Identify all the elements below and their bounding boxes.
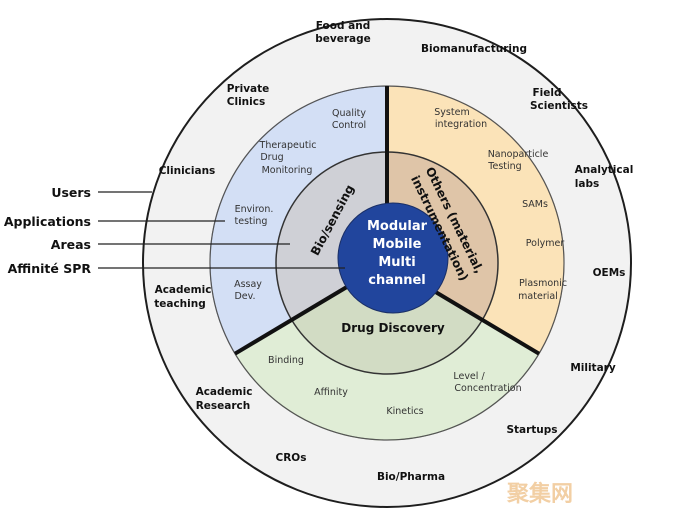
app-polymer: Polymer xyxy=(526,238,565,249)
applications-drug-discovery: Binding Affinity Kinetics Level / Concen… xyxy=(268,355,522,417)
core-circle xyxy=(337,202,449,314)
app-nanoparticle-2: Testing xyxy=(487,161,521,172)
app-plasmonic-2: material xyxy=(518,291,558,302)
user-academic-teaching-2: teaching xyxy=(154,298,206,310)
user-academic-teaching-1: Academic xyxy=(155,284,212,296)
legend-users: Users xyxy=(51,185,91,200)
app-level-1: Level / xyxy=(453,371,485,382)
app-environ-1: Environ. xyxy=(235,204,274,215)
user-bio-pharma: Bio/Pharma xyxy=(377,471,445,483)
user-food-1: Food and xyxy=(316,20,370,32)
app-plasmonic-1: Plasmonic xyxy=(519,278,567,289)
app-kinetics: Kinetics xyxy=(386,406,423,417)
applications-others: System integration Nanoparticle Testing … xyxy=(434,107,567,302)
app-binding: Binding xyxy=(268,355,304,366)
legend-affinite-spr: Affinité SPR xyxy=(8,261,92,276)
app-system-2: integration xyxy=(435,119,487,130)
app-affinity: Affinity xyxy=(314,387,348,398)
user-private-1: Private xyxy=(227,83,270,95)
app-system-1: System xyxy=(434,107,469,118)
app-therapeutic-3: Monitoring xyxy=(262,165,313,176)
area-drug-discovery xyxy=(290,263,484,374)
user-analytical-2: labs xyxy=(575,178,599,190)
user-private-2: Clinics xyxy=(227,96,265,108)
app-level-2: Concentration xyxy=(454,383,521,394)
core-line-4: channel xyxy=(368,273,426,288)
applications-bio-sensing: Quality Control Therapeutic Drug Monitor… xyxy=(234,108,366,302)
app-quality-control-1: Quality xyxy=(332,108,366,119)
user-food-2: beverage xyxy=(315,33,371,45)
area-label-drug-discovery: Drug Discovery xyxy=(341,321,445,335)
core-text: Modular Mobile Multi channel xyxy=(367,219,428,288)
core-line-3: Multi xyxy=(378,255,415,270)
user-cros: CROs xyxy=(276,452,307,464)
app-therapeutic-1: Therapeutic xyxy=(259,140,317,151)
core-line-2: Mobile xyxy=(373,237,422,252)
app-nanoparticle-1: Nanoparticle xyxy=(488,149,549,160)
user-clinicians: Clinicians xyxy=(159,165,216,177)
app-assay-1: Assay xyxy=(234,279,262,290)
user-analytical-1: Analytical xyxy=(575,164,634,176)
watermark: 聚集网 xyxy=(506,481,573,507)
user-field-1: Field xyxy=(532,87,561,99)
user-labels: Food and beverage Biomanufacturing Priva… xyxy=(154,20,633,483)
user-field-2: Scientists xyxy=(530,100,588,112)
app-sams: SAMs xyxy=(522,199,548,210)
user-biomanufacturing: Biomanufacturing xyxy=(421,43,527,55)
legend: Users Applications Areas Affinité SPR xyxy=(4,185,345,276)
app-therapeutic-2: Drug xyxy=(260,152,283,163)
user-oems: OEMs xyxy=(593,267,626,279)
user-startups: Startups xyxy=(506,424,557,436)
legend-areas: Areas xyxy=(51,237,91,252)
app-assay-2: Dev. xyxy=(234,291,255,302)
app-quality-control-2: Control xyxy=(332,120,366,131)
core-line-1: Modular xyxy=(367,219,428,234)
app-environ-2: testing xyxy=(235,216,268,227)
user-academic-research-2: Research xyxy=(196,400,251,412)
user-military: Military xyxy=(570,362,616,374)
legend-applications: Applications xyxy=(4,214,91,229)
user-academic-research-1: Academic xyxy=(196,386,253,398)
